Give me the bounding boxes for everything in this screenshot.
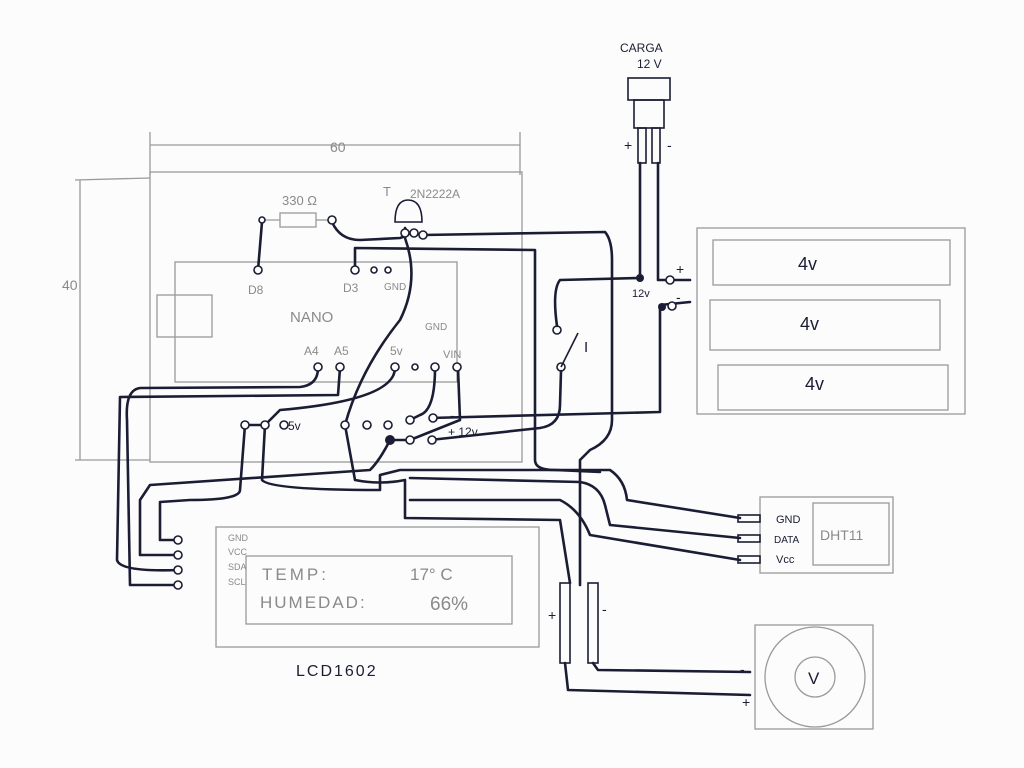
- fan: V - +: [740, 624, 874, 730]
- pin-gnd-top-label: GND: [384, 282, 406, 293]
- fan-plus: +: [742, 694, 750, 710]
- fan-label: V: [808, 669, 820, 688]
- pin-d8-label: D8: [248, 283, 264, 297]
- battery-junction-label: 12v: [632, 288, 650, 300]
- charger-plus: +: [624, 137, 632, 153]
- pin-d3-label: D3: [343, 281, 359, 295]
- nano-board: [174, 261, 458, 383]
- lcd-humidity-label: HUMEDAD:: [260, 593, 367, 612]
- switch-label: I: [584, 339, 588, 356]
- fan-connector: + -: [548, 582, 607, 664]
- battery-pack: 4v 4v 4v + - 12v: [632, 227, 966, 415]
- usb-connector: [156, 294, 213, 338]
- lcd-pin-sda: SDA: [228, 562, 247, 572]
- dht-name: DHT11: [820, 527, 864, 543]
- transistor-model: 2N2222A: [410, 187, 460, 201]
- pin-gnd-label: GND: [425, 322, 447, 333]
- pads: [173, 215, 677, 590]
- lcd-pin-scl: SCL: [228, 577, 246, 587]
- charger-jack: CARGA 12 V + -: [620, 41, 672, 164]
- battery-cell-3: 4v: [805, 374, 824, 394]
- battery-plus: +: [676, 261, 684, 277]
- lcd-temp-label: TEMP:: [262, 565, 329, 584]
- transistor-letter: T: [383, 184, 391, 199]
- pin-a5-label: A5: [334, 344, 349, 358]
- charger-minus: -: [667, 137, 672, 153]
- dimension-width: 60: [149, 132, 521, 175]
- lcd-humidity-value: 66%: [430, 594, 468, 615]
- charger-title: CARGA: [620, 41, 663, 55]
- transistor: T 2N2222A: [383, 184, 460, 223]
- rail-5v-label: 5v: [288, 419, 301, 433]
- pcb-outline: [149, 171, 523, 463]
- wires: [115, 161, 752, 697]
- dimension-height: 40: [62, 177, 151, 461]
- resistor-label: 330 Ω: [282, 193, 317, 208]
- lcd-name: LCD1602: [296, 663, 378, 680]
- fan-minus: -: [740, 661, 745, 677]
- pin-a4-label: A4: [304, 344, 319, 358]
- lcd-pin-gnd: GND: [228, 533, 249, 543]
- resistor: 330 Ω: [262, 193, 332, 228]
- dht-pin-gnd: GND: [776, 514, 801, 526]
- lcd1602: GND VCC SDA SCL TEMP: 17° C HUMEDAD: 66%…: [215, 526, 540, 680]
- connector-minus: -: [602, 601, 607, 617]
- dht-pin-vcc: Vcc: [776, 554, 795, 566]
- battery-cell-2: 4v: [800, 314, 819, 334]
- charger-voltage: 12 V: [637, 57, 662, 71]
- pin-vin-label: VIN: [443, 349, 461, 361]
- width-label: 60: [330, 139, 346, 155]
- height-label: 40: [62, 277, 78, 293]
- pin-5v-label: 5v: [390, 344, 403, 358]
- lcd-temp-value: 17° C: [410, 565, 453, 584]
- rail-minus-label: -: [450, 407, 455, 423]
- power-switch: I: [552, 325, 588, 372]
- dht-pin-data: DATA: [774, 535, 800, 546]
- dht11-sensor: DHT11 GND DATA Vcc: [737, 496, 894, 574]
- connector-plus: +: [548, 607, 556, 623]
- lcd-pin-vcc: VCC: [228, 547, 248, 557]
- battery-cell-1: 4v: [798, 254, 817, 274]
- nano-label: NANO: [290, 309, 333, 326]
- battery-minus: -: [676, 289, 681, 305]
